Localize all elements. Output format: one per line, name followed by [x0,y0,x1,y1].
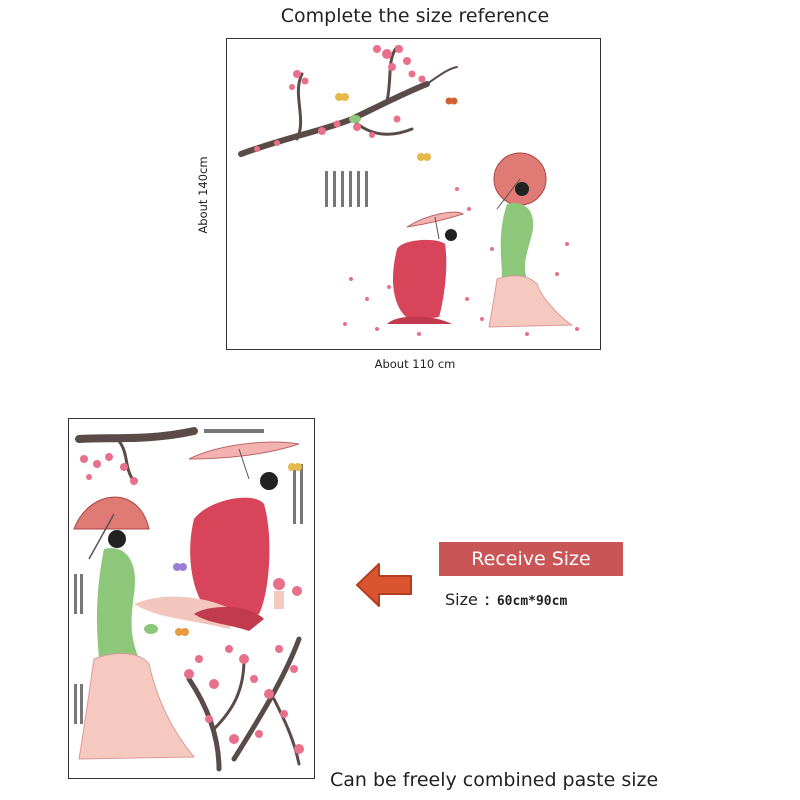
size-label: Size [445,590,478,609]
poem-text-block [74,574,83,724]
size-value: ：60cm*90cm [483,594,568,609]
sticker-sheet-illustration [73,427,304,772]
poem-text-block [325,171,368,207]
butterfly-icon [288,463,302,471]
butterfly-icon [445,97,458,105]
cherry-blossom-branch [238,45,458,157]
bird-icon [349,115,361,123]
size-reference-panel [226,38,601,350]
poem-text-block [204,429,303,524]
bird-icon [144,624,158,634]
geisha-figure-with-umbrella [73,496,196,760]
cherry-blossom-branch [75,427,198,483]
size-spec: Size ：60cm*90cm [445,590,567,609]
geisha-figure-with-umbrella [134,441,300,631]
assembled-wall-sticker-illustration [238,45,579,336]
width-dimension-label: About 110 cm [374,357,456,371]
page-title: Complete the size reference [280,5,550,27]
small-decor-figures [273,578,302,609]
butterfly-icon [173,563,187,571]
falling-petals [343,187,579,336]
butterfly-icon [335,93,349,101]
cherry-blossom-branch [186,636,302,772]
left-arrow-icon [355,562,415,608]
blossom-cluster [254,45,426,152]
geisha-figure-with-umbrella [488,152,574,328]
butterfly-icon [175,628,189,636]
butterfly-icon [417,153,431,161]
height-dimension-label: About 140cm [196,156,210,234]
geisha-figure-with-umbrella [387,211,465,324]
sticker-sheet-panel [68,418,315,779]
bottom-caption: Can be freely combined paste size [330,769,659,791]
receive-size-banner: Receive Size [439,542,623,576]
